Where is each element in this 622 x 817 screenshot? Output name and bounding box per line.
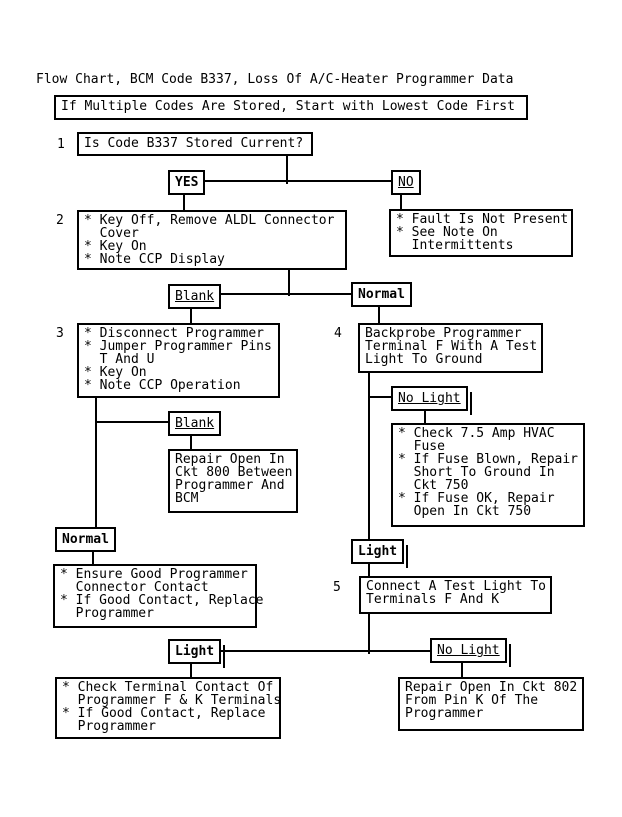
connector-no-down <box>400 193 402 213</box>
step2-number: 2 <box>56 213 64 228</box>
repair-ckt802-box: Repair Open In Ckt 802 From Pin K Of The… <box>398 677 584 731</box>
note-box: If Multiple Codes Are Stored, Start with… <box>54 95 528 120</box>
connector-q1-down <box>286 152 288 184</box>
step4-number: 4 <box>334 326 342 341</box>
connector-yes-down <box>183 193 185 214</box>
connector-light-down <box>368 558 370 580</box>
connector-blank2-down <box>190 430 192 453</box>
step1-number: 1 <box>57 137 65 152</box>
branch-label-blank-2: Blank <box>168 411 222 436</box>
branch-label-no-light-2: No Light <box>430 638 511 667</box>
connector-no-light-down <box>424 406 426 427</box>
connector-s2-down <box>288 264 290 296</box>
page-title: Flow Chart, BCM Code B337, Loss Of A/C-H… <box>36 72 514 87</box>
connector-blank-normal <box>210 293 355 295</box>
check-terminal-contact-box: * Check Terminal Contact Of Programmer F… <box>55 677 281 739</box>
branch-label-light: Light <box>351 539 409 568</box>
connector-normal-down <box>378 303 380 327</box>
connector-light2-noLight2 <box>210 650 434 652</box>
branch-label-light-2: Light <box>168 639 226 668</box>
check-hvac-fuse-box: * Check 7.5 Amp HVAC Fuse * If Fuse Blow… <box>391 423 585 527</box>
branch-label-no: NO <box>391 170 421 195</box>
connector-normal2-down <box>92 546 94 568</box>
branch-label-blank: Blank <box>168 284 222 309</box>
connector-light2-down <box>190 659 192 681</box>
step4-action-box: Backprobe Programmer Terminal F With A T… <box>358 323 543 373</box>
fault-not-present-box: * Fault Is Not Present * See Note On Int… <box>389 209 573 257</box>
step1-question-box: Is Code B337 Stored Current? <box>77 132 313 156</box>
connector-yes-no <box>196 180 396 182</box>
connector-noLight2-down <box>461 660 463 681</box>
ensure-connector-contact-box: * Ensure Good Programmer Connector Conta… <box>53 564 264 628</box>
step5-action-box: Connect A Test Light To Terminals F And … <box>359 576 552 614</box>
step3-action-box: * Disconnect Programmer * Jumper Program… <box>77 323 280 398</box>
step2-action-box: * Key Off, Remove ALDL Connector Cover *… <box>77 210 347 270</box>
connector-to-blank2 <box>95 421 172 423</box>
repair-ckt800-box: Repair Open In Ckt 800 Between Programme… <box>168 449 298 513</box>
connector-s5-spine <box>368 609 370 654</box>
connector-s3-spine <box>95 394 97 531</box>
connector-s4-spine <box>368 369 370 543</box>
connector-to-no-light <box>368 396 395 398</box>
branch-label-normal-2: Normal <box>55 527 116 552</box>
step5-number: 5 <box>333 580 341 595</box>
branch-label-no-light: No Light <box>391 386 472 415</box>
step3-number: 3 <box>56 326 64 341</box>
branch-label-normal: Normal <box>351 282 412 307</box>
connector-blank-down <box>190 303 192 327</box>
branch-label-yes: YES <box>168 170 206 195</box>
